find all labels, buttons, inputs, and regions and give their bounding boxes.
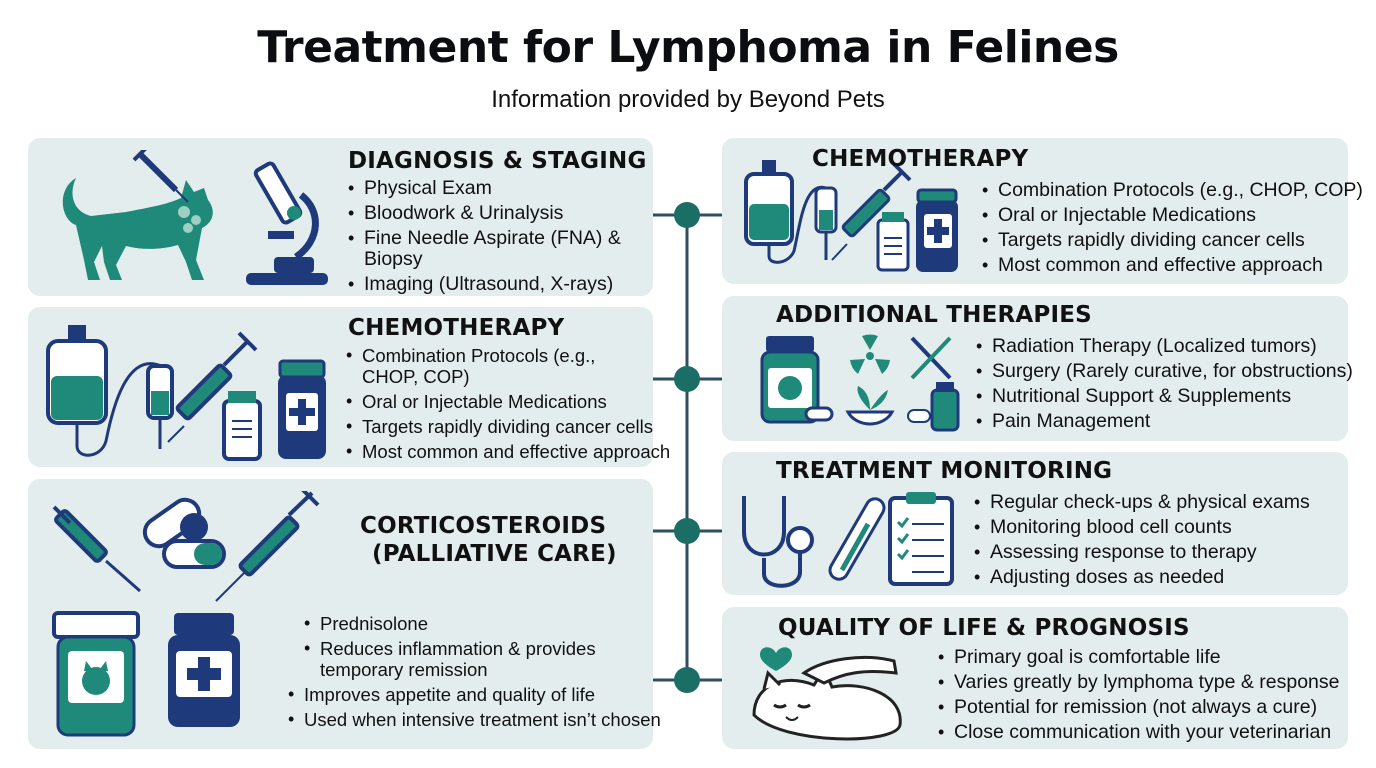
page-title: Treatment for Lymphoma in Felines bbox=[257, 22, 1119, 73]
chemo-left-icons bbox=[46, 321, 346, 461]
chemo-left-title: CHEMOTHERAPY bbox=[348, 315, 565, 341]
quality-title: QUALITY OF LIFE & PROGNOSIS bbox=[778, 615, 1190, 641]
connector-node bbox=[674, 366, 700, 392]
list-item: Nutritional Support & Supplements bbox=[974, 384, 1353, 409]
list-item: Oral or Injectable Medications bbox=[344, 391, 670, 412]
list-item: Prednisolone bbox=[302, 613, 661, 634]
list-item: Most common and effective approach bbox=[344, 441, 670, 462]
cortico-list: Prednisolone Reduces inflammation & prov… bbox=[286, 613, 661, 734]
syringe-icon bbox=[831, 162, 912, 261]
diagnosis-list: Physical Exam Bloodwork & Urinalysis Fin… bbox=[346, 178, 621, 299]
supplement-icon bbox=[907, 382, 960, 432]
monitoring-list: Regular check-ups & physical exams Monit… bbox=[972, 490, 1310, 590]
syringe-icon bbox=[215, 491, 320, 602]
cortico-icons bbox=[44, 491, 344, 741]
radiation-bottle-icon bbox=[760, 336, 834, 424]
medicine-bottle-icon bbox=[916, 188, 958, 272]
list-item: Bloodwork & Urinalysis bbox=[346, 203, 621, 225]
pills-icon bbox=[142, 497, 226, 569]
monitoring-title: TREATMENT MONITORING bbox=[776, 458, 1113, 484]
list-item: Imaging (Ultrasound, X-rays) bbox=[346, 274, 621, 296]
cat-icon bbox=[62, 150, 328, 285]
iv-bag-icon bbox=[46, 325, 174, 457]
list-item: Improves appetite and quality of life bbox=[286, 684, 661, 705]
syringe-icon bbox=[167, 331, 258, 443]
connector-node bbox=[674, 202, 700, 228]
list-item: Potential for remission (not always a cu… bbox=[936, 695, 1340, 720]
list-item: Surgery (Rarely curative, for obstructio… bbox=[974, 359, 1353, 384]
chemo-left-list: Combination Protocols (e.g., CHOP, COP) … bbox=[344, 345, 670, 466]
quality-list: Primary goal is comfortable life Varies … bbox=[936, 645, 1340, 745]
additional-icons bbox=[760, 334, 980, 439]
diagnosis-title: DIAGNOSIS & STAGING bbox=[348, 148, 647, 174]
list-item: Assessing response to therapy bbox=[972, 540, 1310, 565]
list-item: Oral or Injectable Medications bbox=[980, 203, 1363, 228]
cortico-title-line2: (PALLIATIVE CARE) bbox=[372, 541, 617, 567]
page-subtitle: Information provided by Beyond Pets bbox=[491, 86, 885, 113]
list-item: Adjusting doses as needed bbox=[972, 565, 1310, 590]
thermometer-icon bbox=[828, 497, 886, 581]
iv-bag-icon bbox=[744, 160, 838, 264]
card-diagnosis-staging: DIAGNOSIS & STAGING Physical Exam Bloodw… bbox=[28, 138, 653, 296]
list-item: Combination Protocols (e.g., CHOP, COP) bbox=[344, 345, 670, 387]
list-item: Regular check-ups & physical exams bbox=[972, 490, 1310, 515]
list-item: Fine Needle Aspirate (FNA) & Biopsy bbox=[346, 228, 621, 270]
list-item: Pain Management bbox=[974, 409, 1353, 434]
list-item: Close communication with your veterinari… bbox=[936, 720, 1340, 745]
connector-node bbox=[674, 518, 700, 544]
list-item: Monitoring blood cell counts bbox=[972, 515, 1310, 540]
list-item: Targets rapidly dividing cancer cells bbox=[980, 228, 1363, 253]
chemo-right-list: Combination Protocols (e.g., CHOP, COP) … bbox=[980, 178, 1363, 278]
chemo-right-title: CHEMOTHERAPY bbox=[812, 146, 1029, 172]
list-item: Varies greatly by lymphoma type & respon… bbox=[936, 670, 1340, 695]
monitoring-icons bbox=[738, 492, 978, 592]
card-additional-therapies: ADDITIONAL THERAPIES Radiation Therapy (… bbox=[722, 296, 1353, 441]
cat-pill-bottle-icon bbox=[52, 611, 140, 737]
list-item: Used when intensive treatment isn’t chos… bbox=[286, 709, 661, 730]
sleeping-cat-icon bbox=[752, 665, 902, 741]
list-item: Physical Exam bbox=[346, 178, 621, 200]
card-chemotherapy-left: CHEMOTHERAPY Combination Protocols (e.g.… bbox=[28, 307, 670, 467]
medicine-bottle-icon bbox=[168, 613, 240, 727]
list-item: Radiation Therapy (Localized tumors) bbox=[974, 334, 1353, 359]
surgical-tools-icon bbox=[910, 336, 952, 380]
vial-icon bbox=[222, 391, 262, 461]
additional-list: Radiation Therapy (Localized tumors) Sur… bbox=[974, 334, 1353, 434]
list-item: Combination Protocols (e.g., CHOP, COP) bbox=[980, 178, 1363, 203]
card-corticosteroids: CORTICOSTEROIDS (PALLIATIVE CARE) Predni… bbox=[28, 479, 661, 749]
additional-title: ADDITIONAL THERAPIES bbox=[776, 302, 1092, 328]
quality-icons bbox=[744, 645, 934, 745]
stethoscope-icon bbox=[742, 496, 814, 588]
list-item: Reduces inflammation & provides temporar… bbox=[302, 638, 661, 680]
card-treatment-monitoring: TREATMENT MONITORING Regular check-ups &… bbox=[722, 452, 1348, 595]
radiation-icon bbox=[850, 334, 890, 374]
medicine-bottle-icon bbox=[278, 359, 326, 459]
microscope-icon bbox=[246, 161, 328, 285]
list-item: Targets rapidly dividing cancer cells bbox=[344, 416, 670, 437]
card-quality-of-life: QUALITY OF LIFE & PROGNOSIS Primary goal… bbox=[722, 607, 1348, 749]
cortico-title-line1: CORTICOSTEROIDS bbox=[360, 513, 607, 539]
syringe-icon bbox=[132, 150, 189, 203]
chemo-right-icons bbox=[744, 156, 984, 276]
diagnosis-icons bbox=[46, 150, 346, 290]
connector-node bbox=[674, 667, 700, 693]
card-chemotherapy-right: CHEMOTHERAPY Combination Protocols (e.g.… bbox=[722, 138, 1363, 284]
hand-icon bbox=[801, 655, 898, 685]
vial-icon bbox=[876, 212, 910, 272]
list-item: Primary goal is comfortable life bbox=[936, 645, 1340, 670]
heart-icon bbox=[760, 647, 792, 671]
clipboard-icon bbox=[888, 492, 954, 586]
plant-bowl-icon bbox=[845, 386, 895, 426]
list-item: Most common and effective approach bbox=[980, 253, 1363, 278]
syringe-icon bbox=[52, 505, 141, 593]
